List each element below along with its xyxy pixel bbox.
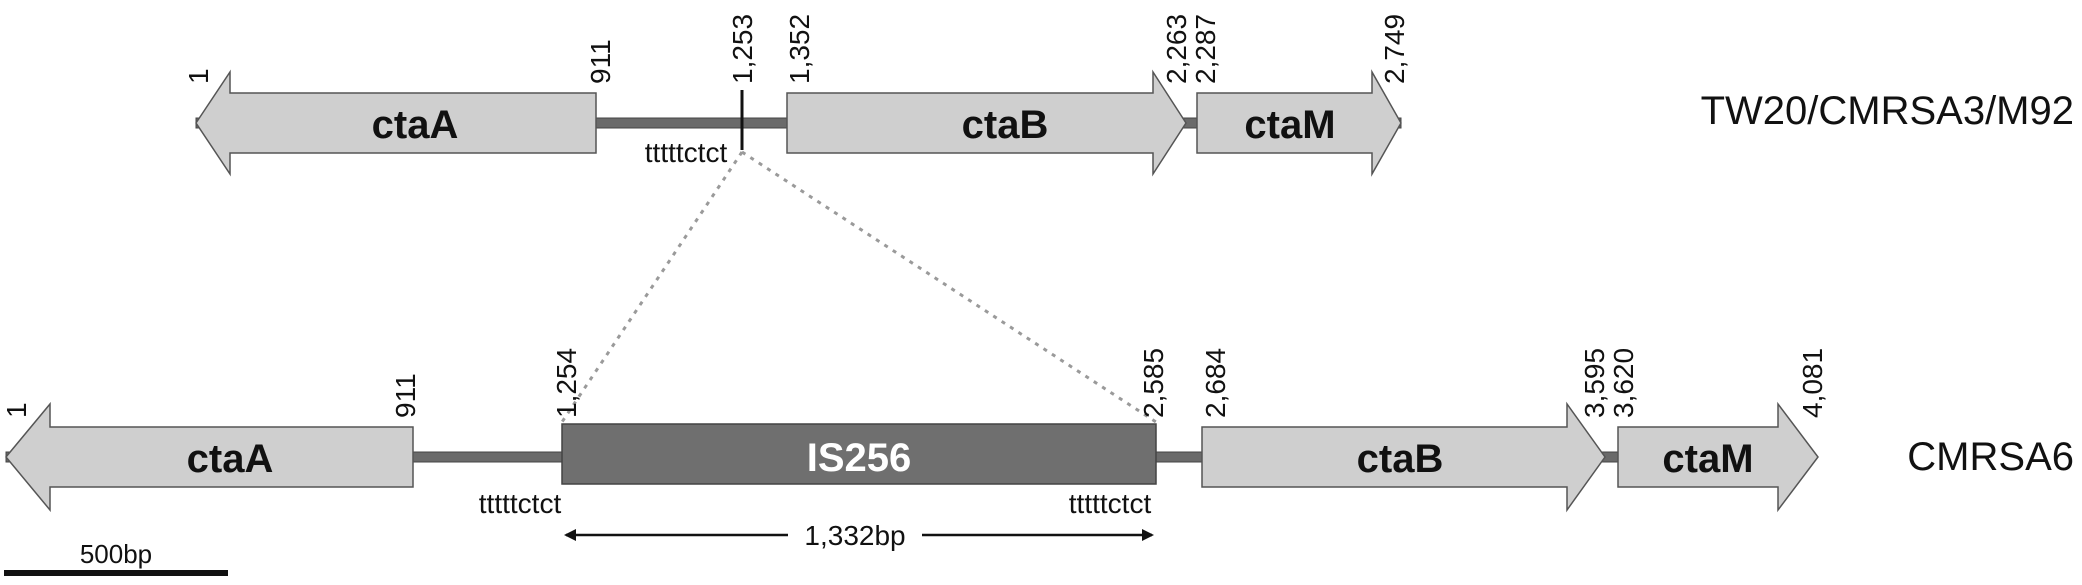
coord-bottom-1: 1 [1,402,32,418]
gene-label-ctaA-top: ctaA [372,103,459,147]
gene-label-ctaB-top: ctaB [962,103,1049,147]
gene-label-IS256: IS256 [807,436,912,480]
coord-top-2287: 2,287 [1190,14,1221,84]
gene-ctaM-top [1196,69,1402,177]
seq-right-bottom: tttttctct [1069,488,1152,519]
track-top: ctaA ctaB ctaM tttttctct 1 911 1,253 1,3… [183,14,2074,177]
gene-label-ctaB-bottom: ctaB [1357,437,1444,481]
track-bottom: ctaA IS256 ctaB ctaM tttttctct tttttctct… [1,348,2074,551]
scale-bar: 500bp [4,539,228,576]
gene-ctaA-top [195,69,597,177]
dotted-connector-left [560,151,744,423]
scale-bar-line [4,570,228,576]
gene-ctaB-top [786,69,1187,177]
coord-top-2263: 2,263 [1161,14,1192,84]
track-label-top: TW20/CMRSA3/M92 [1701,89,2074,133]
seq-left-bottom: tttttctct [479,488,562,519]
coord-bottom-2684: 2,684 [1200,348,1231,418]
gene-label-ctaM-bottom: ctaM [1662,437,1753,481]
gene-ctaM-bottom [1617,401,1819,513]
track-label-bottom: CMRSA6 [1907,435,2074,479]
gene-ctaB-bottom [1201,401,1606,513]
scale-bar-label: 500bp [80,539,152,569]
insertion-connectors [560,150,1157,424]
coord-top-1352: 1,352 [784,14,815,84]
dotted-connector-right [741,150,1157,424]
coord-bottom-1254: 1,254 [551,348,582,418]
gene-ctaA-bottom [5,401,414,513]
coord-bottom-4081: 4,081 [1797,348,1828,418]
coord-top-1253: 1,253 [727,14,758,84]
coord-top-1: 1 [183,68,214,84]
coord-bottom-3620: 3,620 [1608,348,1639,418]
insertion-seq-top: tttttctct [645,137,728,168]
coord-top-911: 911 [585,39,616,84]
coord-bottom-2585: 2,585 [1138,348,1169,418]
insert-length-label: 1,332bp [804,520,905,551]
gene-label-ctaA-bottom: ctaA [187,437,274,481]
coord-bottom-911: 911 [390,373,421,418]
is256-element [561,423,1157,485]
coord-bottom-3595: 3,595 [1579,348,1610,418]
coord-top-2749: 2,749 [1379,14,1410,84]
gene-label-ctaM-top: ctaM [1244,103,1335,147]
